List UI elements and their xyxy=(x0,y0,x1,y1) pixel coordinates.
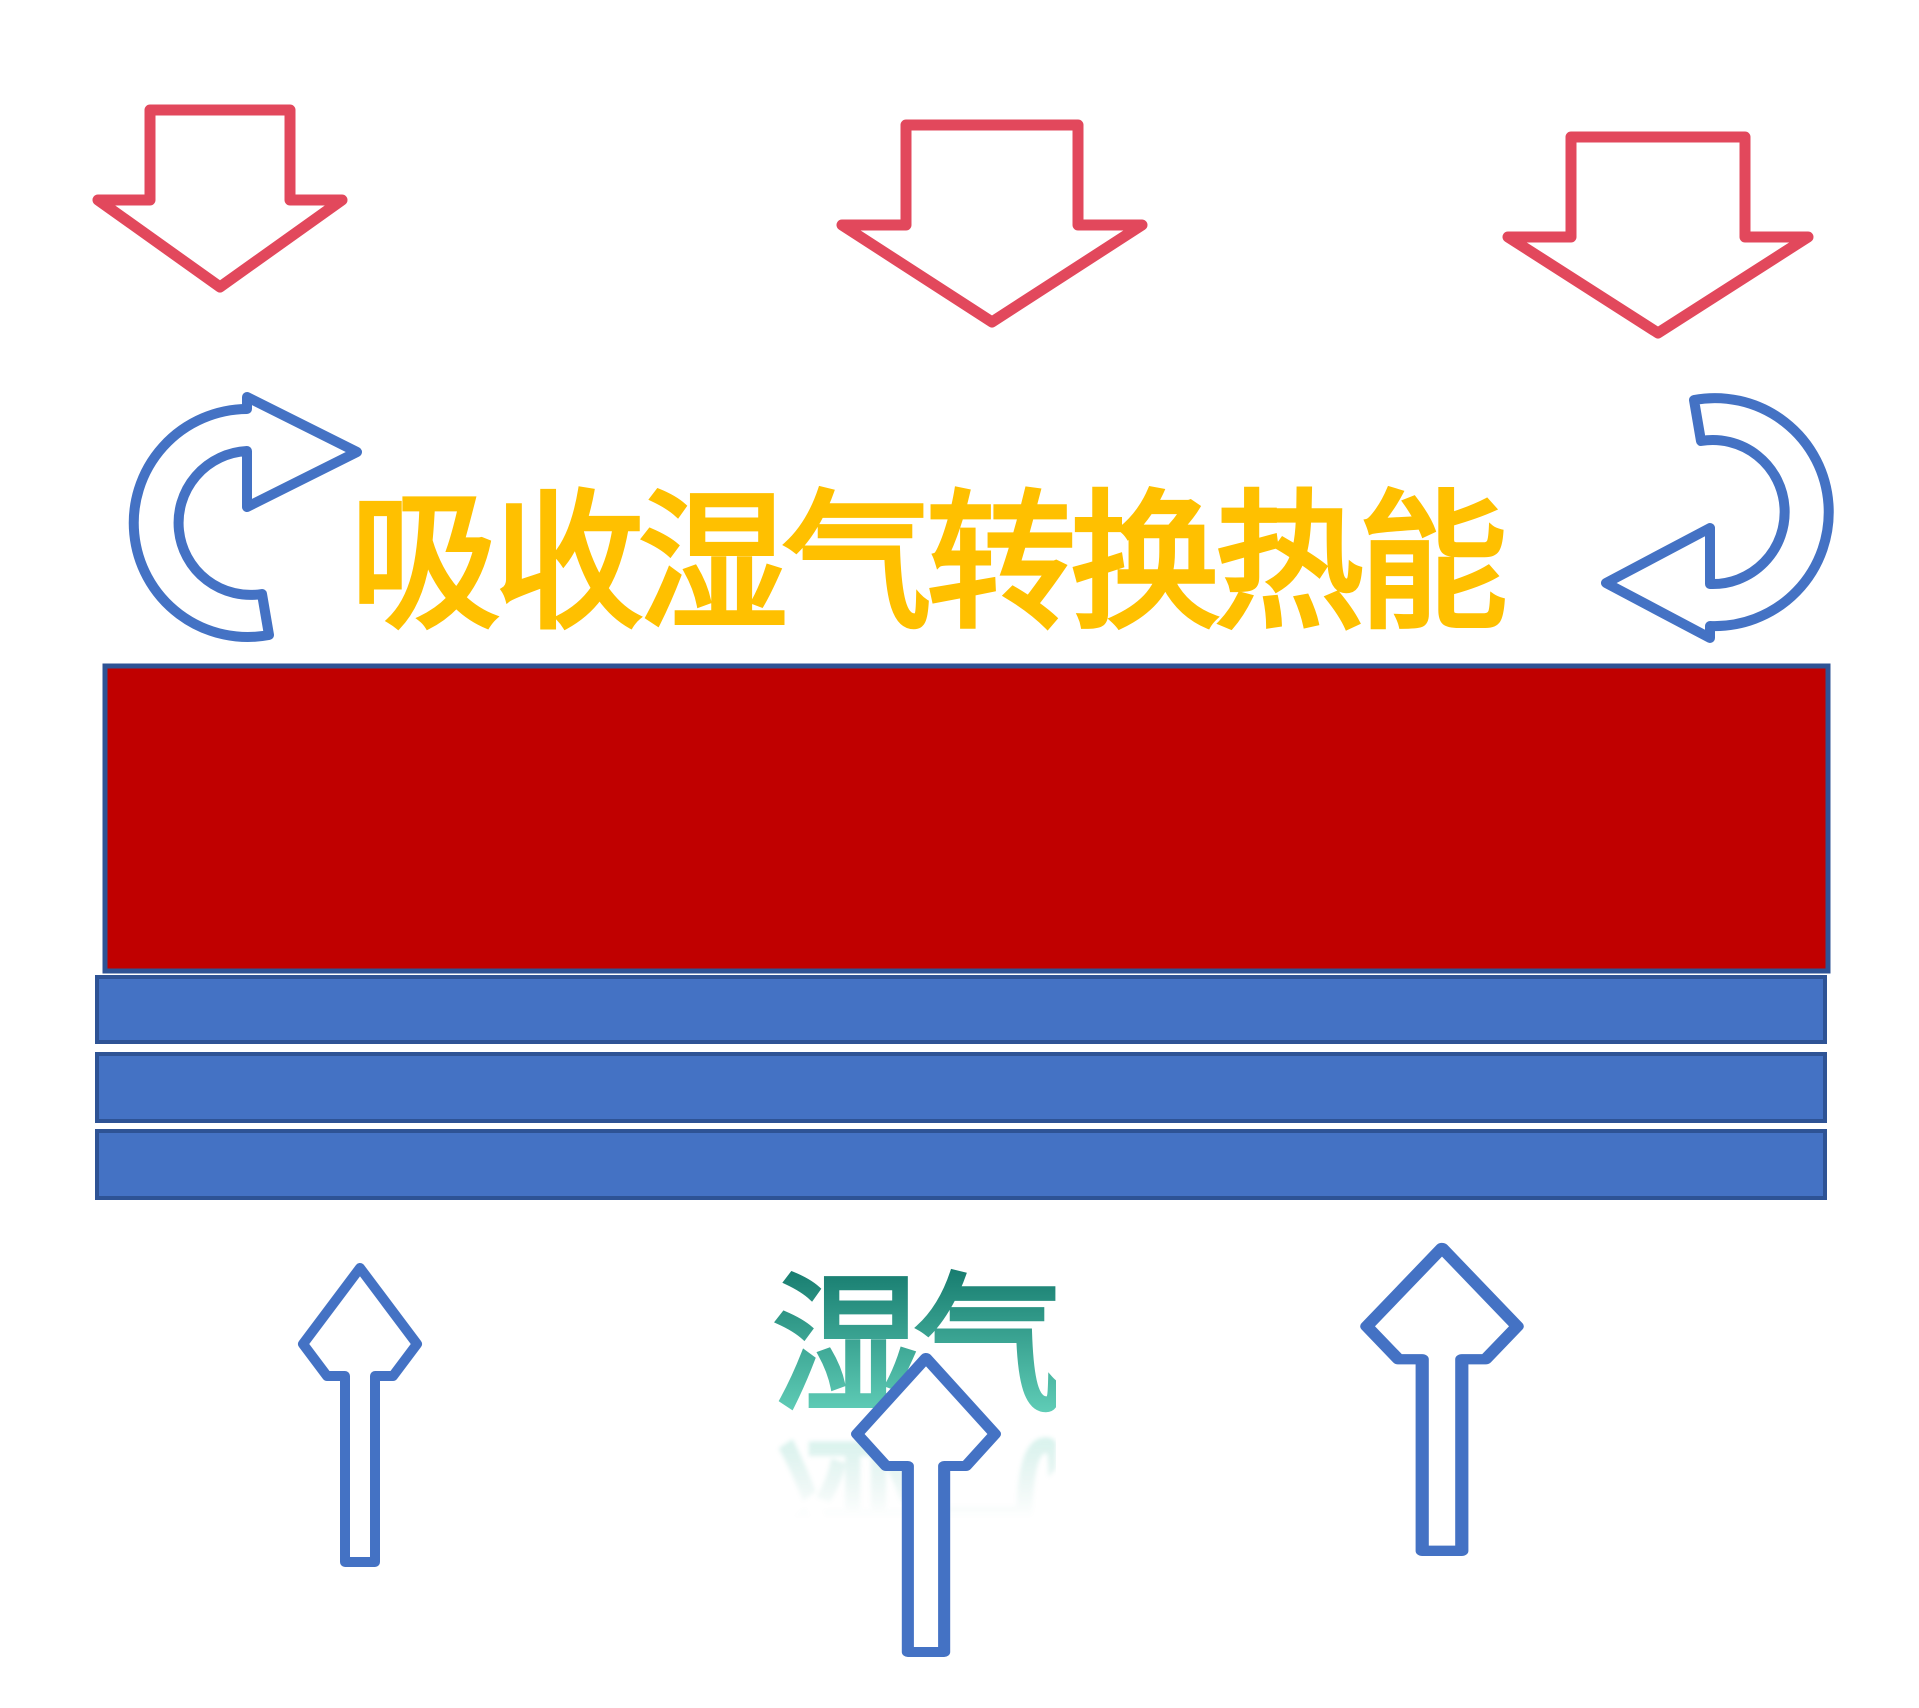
layer-bar-top xyxy=(95,975,1827,1044)
circulation-arrow-left-icon xyxy=(128,392,362,642)
circulation-arrow-right-icon xyxy=(1601,393,1834,643)
heat-down-arrow-left-icon xyxy=(92,104,348,293)
heat-down-arrow-center-icon xyxy=(836,119,1148,328)
moisture-label: 湿气 xyxy=(772,1258,1064,1434)
moisture-up-arrow-left-icon xyxy=(303,1268,417,1562)
absorb-heat-heading: 吸收湿气转换热能 xyxy=(350,475,1508,651)
moisture-label-reflection: 湿气 xyxy=(772,1415,1057,1592)
layer-bar-middle xyxy=(95,1052,1827,1123)
layer-bar-bottom xyxy=(95,1129,1827,1200)
heat-down-arrow-right-icon xyxy=(1502,131,1814,339)
moisture-up-arrow-right-icon xyxy=(1367,1248,1517,1551)
heating-panel xyxy=(102,663,1831,974)
